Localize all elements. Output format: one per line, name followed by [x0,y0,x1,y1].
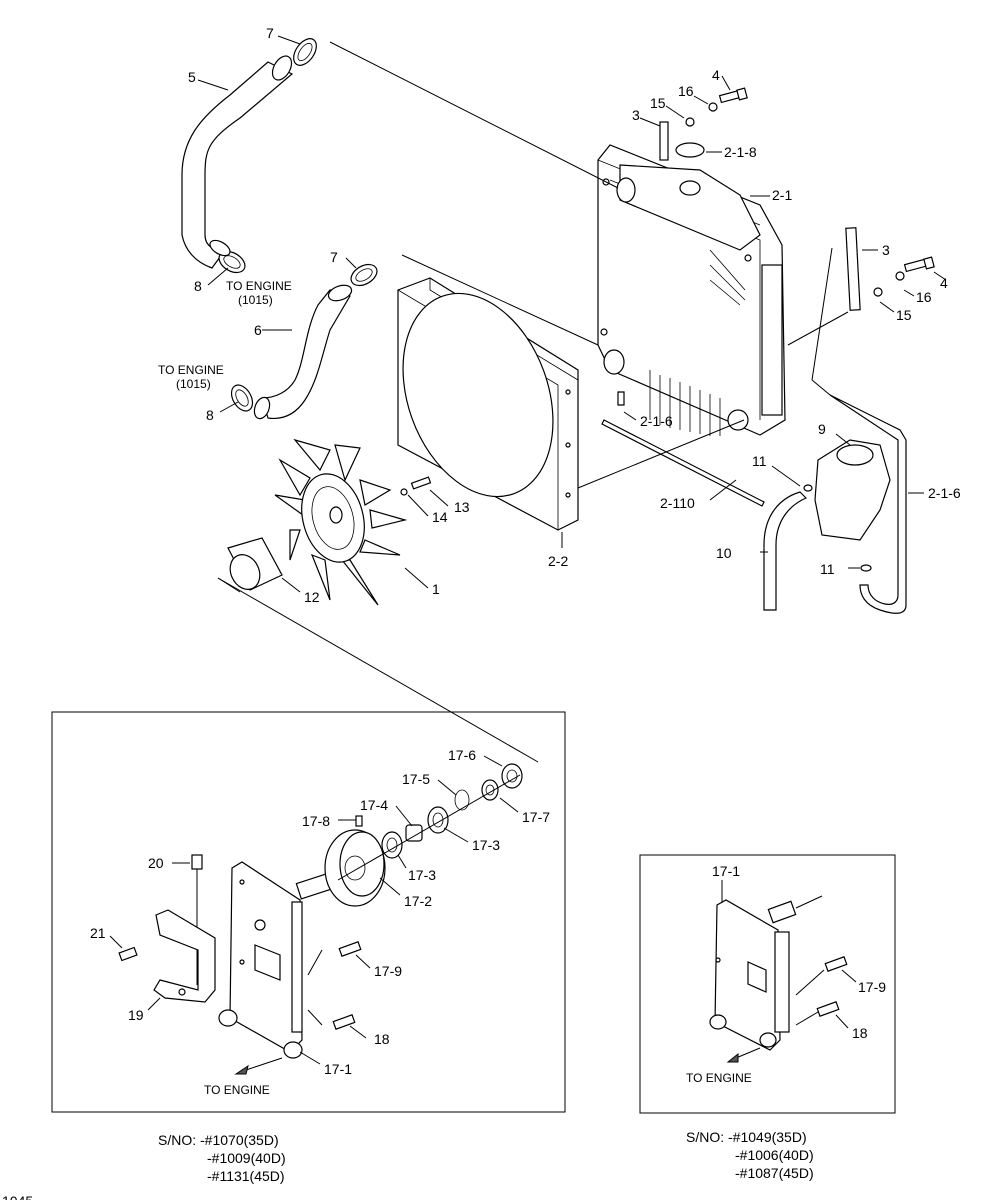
serial-number-right: S/NO: -#1049(35D) -#1006(40D) -#1087(45D… [686,1129,814,1181]
label-13: 13 [454,499,470,515]
label-17-1-right: 17-1 [712,863,740,879]
label-1015-a: (1015) [238,293,273,307]
inset-box-right [639,854,896,1114]
label-2-1-6-drain: 2-1-6 [640,413,673,429]
label-17-4: 17-4 [360,797,388,813]
label-11-upper: 11 [752,453,767,469]
sno-right-line-1: S/NO: -#1049(35D) [686,1129,807,1145]
sno-right-line-2: -#1006(40D) [735,1147,814,1163]
part-labels: 7 5 8 TO ENGINE (1015) 7 6 TO ENGINE (10… [90,25,961,1097]
radiator-core-fins [649,249,746,436]
idler-assembly [118,763,523,1059]
washer-14 [400,488,408,496]
label-to-engine-c: TO ENGINE [204,1083,270,1097]
label-3-upper: 3 [632,107,640,123]
fan-spacer [227,537,283,591]
reservoir-hose [763,491,808,611]
label-7-upper: 7 [266,25,274,41]
lower-hose [230,263,378,420]
label-4-lower: 4 [940,275,948,291]
label-8-upper: 8 [194,278,202,294]
upper-hose [181,38,317,274]
label-1015-b: (1015) [176,377,211,391]
sno-left-line-1: S/NO: -#1070(35D) [158,1132,279,1148]
label-9: 9 [818,421,826,437]
label-17-2: 17-2 [404,893,432,909]
coolant-reservoir [803,439,891,572]
bolt-13 [410,476,432,490]
label-6: 6 [254,322,262,338]
label-17-1-left: 17-1 [324,1061,352,1077]
leader-lines-inset-left [109,755,521,1075]
cooling-fan [274,438,408,606]
label-10: 10 [716,545,732,561]
bolt-set-lower [873,256,935,297]
leader-lines-upper [197,35,947,763]
label-15-upper: 15 [650,95,666,111]
label-17-7: 17-7 [522,809,550,825]
label-18-left: 18 [374,1031,390,1047]
label-to-engine-d: TO ENGINE [686,1071,752,1085]
page-number: 1045 [2,1193,33,1200]
fan-shroud [397,277,579,531]
drain-plug [617,391,625,406]
sno-right-line-3: -#1087(45D) [735,1165,814,1181]
label-17-9-left: 17-9 [374,963,402,979]
serial-number-left: S/NO: -#1070(35D) -#1009(40D) -#1131(45D… [158,1132,286,1184]
label-14: 14 [432,509,448,525]
label-2-110: 2-110 [660,495,695,511]
label-to-engine-b: TO ENGINE [158,363,224,377]
label-18-right: 18 [852,1025,868,1041]
radiator [597,144,786,436]
label-2-2: 2-2 [548,553,568,569]
label-to-engine-a: TO ENGINE [226,279,292,293]
label-19: 19 [128,1007,144,1023]
label-17-3-right: 17-3 [472,837,500,853]
idler-bracket-alt [709,899,848,1051]
label-2-1-6-hose: 2-1-6 [928,485,961,501]
bracket-left [659,121,669,161]
label-20: 20 [148,855,164,871]
label-4-upper: 4 [712,67,720,83]
label-17-5: 17-5 [402,771,430,787]
label-17-9-right: 17-9 [858,979,886,995]
label-17-3-left: 17-3 [408,867,436,883]
label-2-1-8: 2-1-8 [724,144,757,160]
label-21: 21 [90,925,106,941]
label-17-8: 17-8 [302,813,330,829]
label-5: 5 [188,69,196,85]
label-16-lower: 16 [916,289,932,305]
label-2-1: 2-1 [772,187,792,203]
label-1: 1 [432,581,440,597]
overflow-hose [829,394,907,614]
label-11-lower: 11 [820,561,835,577]
label-8-lower: 8 [206,407,214,423]
sno-left-line-3: -#1131(45D) [207,1168,285,1184]
label-12: 12 [304,589,320,605]
leader-lines-inset-right [721,880,857,1063]
sno-left-line-2: -#1009(40D) [207,1150,286,1166]
bolt-set-upper [685,87,748,127]
label-15-lower: 15 [896,307,912,323]
bracket-right [845,227,861,311]
label-16-upper: 16 [678,83,694,99]
label-7-lower: 7 [330,249,338,265]
label-17-6: 17-6 [448,747,476,763]
inset-box-left [51,711,566,1113]
support-rod [601,419,765,507]
label-3-lower: 3 [882,242,890,258]
radiator-cap [675,142,705,158]
